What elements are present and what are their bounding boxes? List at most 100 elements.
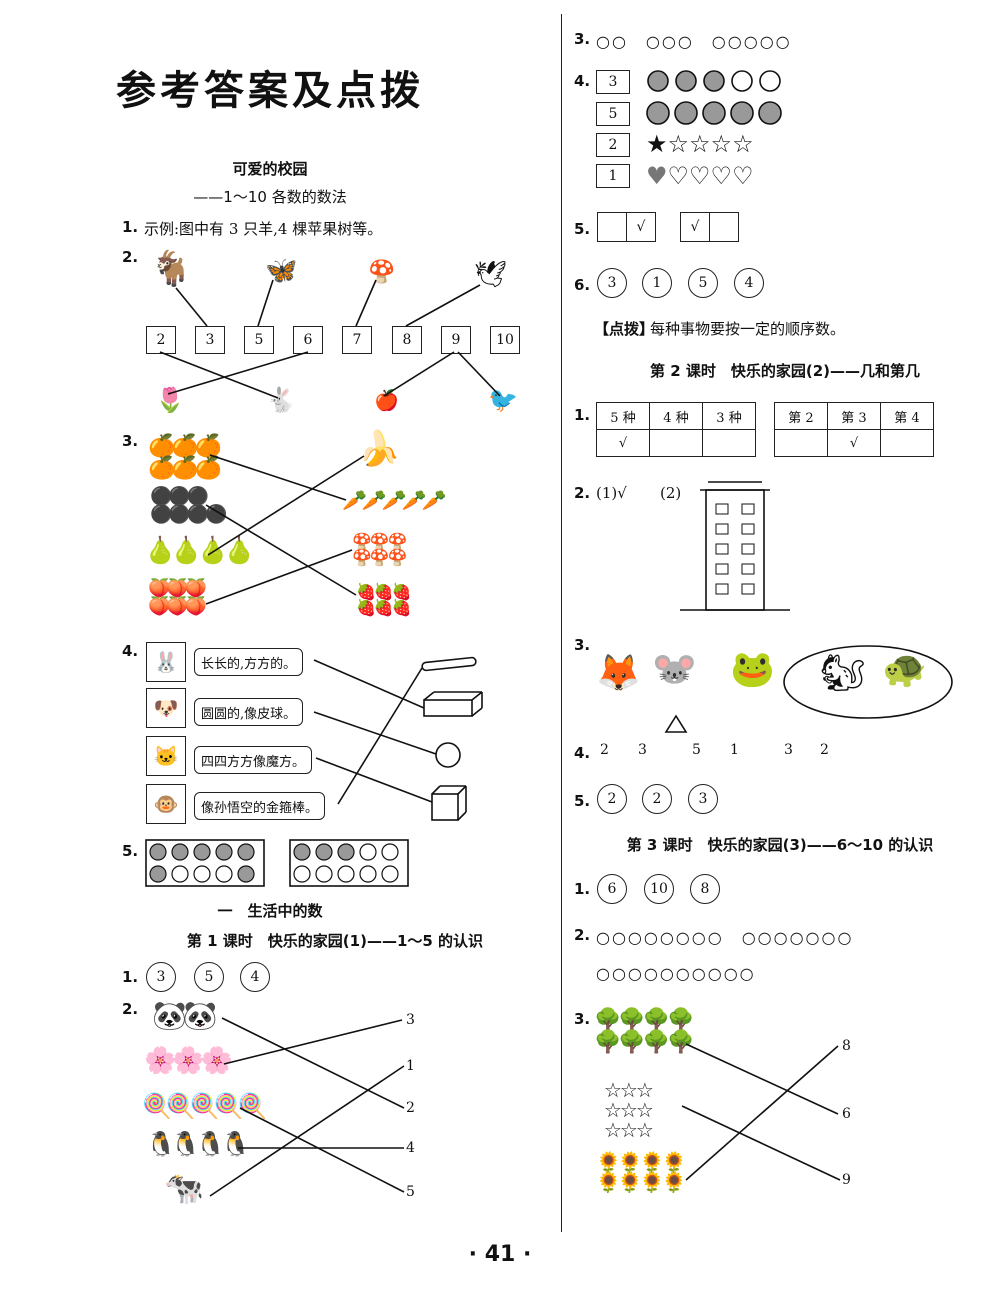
butterfly-icon: 🦋 [265,256,298,286]
check-mark: 5 [692,742,701,758]
q2-box: 2 [146,326,176,354]
l1q2-number-label: 5 [406,1184,415,1200]
check-mark: 2 [820,742,829,758]
frog-icon: 🐸 [730,649,775,690]
sunflowers-icon: 🌻🌻🌻🌻🌻🌻🌻🌻 [596,1150,687,1194]
table-cell [774,429,828,457]
connect-line [355,279,377,327]
table-cell [702,429,756,457]
l1q1-number: 1. [122,968,139,986]
flower-row [647,70,781,92]
connect-line [175,287,208,327]
dog-picture: 🐶 [146,688,186,728]
apples-icon: 🍊🍊🍊🍊🍊🍊 [148,434,222,481]
apple-icon: 🍎 [374,388,399,412]
cat-picture: 🐱 [146,736,186,776]
table-cell [649,429,703,457]
page-number: · 41 · [468,1242,532,1267]
r-q4-box: 1 [596,164,630,188]
strawberries-icon: 🍓🍓🍓🍓🍓🍓 [356,582,412,617]
answer-circle: 4 [734,268,764,298]
l3q2-circles-line2: ○○○○○○○○○○ [596,964,756,983]
cuboid-shape [423,699,473,717]
circle-row [646,101,782,125]
l2q3-number: 3. [574,636,591,654]
rabbit-picture: 🐰 [146,642,186,682]
cube-shape [431,793,459,821]
speech-bubble: 四四方方像魔方。 [194,746,313,774]
ten-frame [145,839,265,887]
lesson1-title: 第 1 课时 快乐的家园(1)——1～5 的认识 [186,932,484,950]
answer-circle: 1 [642,268,672,298]
speech-bubble: 圆圆的,像皮球。 [194,698,304,726]
l2q4-number: 4. [574,744,591,762]
peaches-icon: 🍑🍑🍑🍑🍑🍑 [148,578,207,617]
l1q2-number-label: 4 [406,1140,415,1156]
l2q1-number: 1. [574,406,591,424]
r-q3-circles: ○○ ○○○ ○○○○○ [596,32,792,51]
penguins-icon: 🐧🐧🐧🐧 [146,1130,251,1158]
answer-circle: 5 [688,268,718,298]
lollipops-icon: 🍭🍭🍭🍭🍭 [142,1092,267,1120]
pears-icon: 🍐🍐🍐🍐 [144,536,255,566]
ten-frame [289,839,409,887]
answer-circle: 5 [194,962,224,992]
connect-line [257,279,274,327]
r-q5-number: 5. [574,220,591,238]
tulip-icon: 🌷 [155,386,185,414]
q2-box: 9 [441,326,471,354]
q3-number: 3. [122,432,139,450]
turtle-icon: 🐢 [882,649,927,690]
speech-bubble: 像孙悟空的金箍棒。 [194,792,326,820]
bird-icon: 🐦 [488,386,518,414]
answer-circle: 2 [642,784,672,814]
l1q2-number-label: 3 [406,1012,415,1028]
lesson3-title: 第 3 课时 快乐的家园(3)——6～10 的认识 [626,836,934,854]
l2q2-text1: (1)√ [596,484,627,502]
answer-circle: 8 [690,874,720,904]
check-box: √ [626,212,656,242]
table-cell: 3 种 [702,402,756,430]
flowers-icon: 🌸🌸🌸 [144,1046,233,1076]
check-mark: 3 [784,742,793,758]
radishes-icon: 🥕🥕🥕🥕🥕 [342,488,446,512]
q1-text: 示例:图中有 3 只羊,4 棵苹果树等。 [144,220,383,238]
table-cell: 第 4 [880,402,934,430]
answer-circle: 2 [597,784,627,814]
connect-line [239,1107,405,1193]
connect-line [209,1065,405,1197]
q1-number: 1. [122,218,139,236]
q2-box: 3 [195,326,225,354]
ball-shape [435,742,461,768]
connect-line [205,504,357,596]
connect-line [207,455,365,556]
rabbit-icon: 🐇 [266,386,296,414]
check-mark: 1 [730,742,739,758]
r-q4-box: 3 [596,70,630,94]
connect-line [315,757,433,803]
grapes-icon: ⚫⚫⚫⚫⚫⚫⚫ [150,486,228,525]
mushrooms-icon: 🍄🍄🍄🍄🍄🍄 [352,532,408,567]
page-title: 参考答案及点拨 [116,67,424,114]
cow-icon: 🐄 [164,1169,204,1207]
squirrel-icon: 🐿 [820,653,866,694]
connect-line [223,1019,403,1065]
connect-line [313,711,437,755]
triangle-shape [664,714,688,733]
check-mark: 2 [600,742,609,758]
l2q2-text2: (2) [660,484,682,502]
hint-text: 每种事物要按一定的顺序数。 [650,320,846,338]
q2-box: 10 [490,326,520,354]
heart-row: ♥♡♡♡♡ [646,162,754,190]
l1q2-number-label: 2 [406,1100,415,1116]
connect-line [221,1017,405,1109]
connect-line [457,351,501,397]
q5-number: 5. [122,842,139,860]
stick-shape [421,656,477,672]
l3q3-number: 3. [574,1010,591,1028]
table-cell: √ [596,429,650,457]
connect-line [405,284,481,327]
r-q6-number: 6. [574,276,591,294]
